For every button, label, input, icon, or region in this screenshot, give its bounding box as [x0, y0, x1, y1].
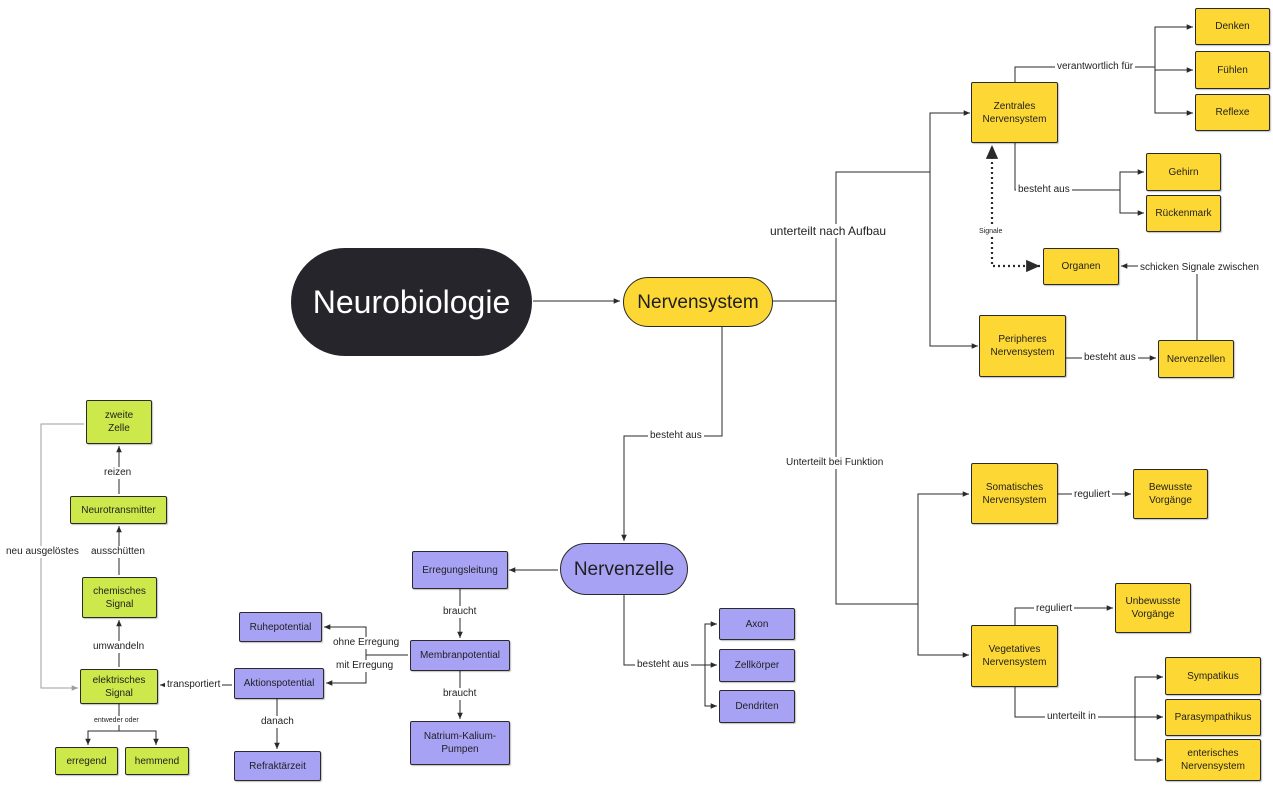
label-verantwortlich-fuer: verantwortlich für: [1055, 61, 1136, 73]
node-enterisches-nervensystem[interactable]: enterisches Nervensystem: [1165, 739, 1261, 781]
node-neurotransmitter[interactable]: Neurotransmitter: [70, 496, 167, 524]
label-ausschuetten: ausschütten: [89, 546, 147, 558]
label-neu-ausgeloestes: neu ausgelöstes: [4, 546, 81, 558]
edge-to-reflexe: [1154, 67, 1193, 116]
edge-funktion-veg: [917, 604, 969, 658]
edge-to-fuehlen: [1154, 67, 1193, 73]
edge-split-hemmend: [119, 730, 159, 745]
node-unbewusste-vorgaenge[interactable]: Unbewusste Vorgänge: [1115, 583, 1191, 633]
node-reflexe[interactable]: Reflexe: [1195, 94, 1270, 131]
node-erregungsleitung[interactable]: Erregungsleitung: [412, 551, 508, 589]
edge-aufbau-pns: [929, 172, 978, 349]
edge-to-axon: [704, 621, 717, 665]
edge-signale: [985, 145, 1040, 273]
edge-zelle-besteht: [623, 595, 705, 666]
label-ohne-erregung: ohne Erregung: [331, 637, 402, 649]
label-unterteilt-bei-funktion: Unterteilt bei Funktion: [784, 457, 886, 469]
node-zellkoerper[interactable]: Zellkörper: [719, 649, 795, 682]
edge-trunk-up: [835, 171, 918, 301]
node-nervenzellen[interactable]: Nervenzellen: [1158, 340, 1234, 378]
label-entweder-oder: entweder oder: [92, 716, 141, 725]
node-sympathikus[interactable]: Sympatikus: [1165, 657, 1261, 695]
label-besteht-aus-nervenzelle: besteht aus: [635, 659, 691, 671]
edge-to-sympathikus: [1134, 674, 1163, 717]
label-besteht-aus-nervensystem: besteht aus: [648, 430, 704, 442]
node-bewusste-vorgaenge[interactable]: Bewusste Vorgänge: [1133, 469, 1208, 519]
node-fuehlen[interactable]: Fühlen: [1195, 51, 1270, 89]
edge-zns-besteht: [1014, 143, 1120, 191]
node-membranpotential[interactable]: Membranpotential: [410, 640, 510, 671]
node-gehirn[interactable]: Gehirn: [1146, 153, 1221, 191]
label-reguliert-somatisch: reguliert: [1072, 489, 1113, 501]
edge-to-denken: [1154, 24, 1193, 67]
node-erregend[interactable]: erregend: [55, 747, 118, 775]
label-schicken-signale-zwischen: schicken Signale zwischen: [1138, 262, 1261, 274]
node-rueckenmark[interactable]: Rückenmark: [1146, 195, 1221, 232]
label-reizen: reizen: [102, 467, 134, 479]
hub-node-nervenzelle[interactable]: Nervenzelle: [560, 543, 688, 595]
label-mit-erregung: mit Erregung: [334, 660, 396, 672]
label-transportiert: transportiert: [165, 679, 223, 691]
node-hemmend[interactable]: hemmend: [125, 747, 189, 775]
label-besteht-aus-zns: besteht aus: [1016, 184, 1072, 196]
node-peripheres-nervensystem[interactable]: Peripheres Nervensystem: [979, 315, 1066, 377]
label-unterteilt-in: unterteilt in: [1045, 711, 1098, 723]
node-vegetatives-nervensystem[interactable]: Vegetatives Nervensystem: [971, 625, 1058, 687]
edge-trunk-down: [835, 301, 918, 605]
edge-aufbau-zns: [929, 110, 970, 172]
node-zentrales-nervensystem[interactable]: Zentrales Nervensystem: [971, 82, 1058, 143]
node-dendriten[interactable]: Dendriten: [719, 690, 795, 723]
label-reguliert-vegetativ: reguliert: [1034, 603, 1075, 615]
label-signale: Signale: [977, 227, 1005, 236]
node-aktionspotential[interactable]: Aktionspotential: [234, 668, 324, 699]
node-parasympathikus[interactable]: Parasympathikus: [1165, 699, 1261, 736]
root-node-neurobiologie[interactable]: Neurobiologie: [291, 248, 532, 356]
edge-nervenzellen-organen: [1121, 263, 1198, 340]
node-refraktaerzeit[interactable]: Refraktärzeit: [234, 751, 321, 781]
node-natrium-kalium-pumpen[interactable]: Natrium-Kalium- Pumpen: [410, 721, 510, 765]
label-braucht-erregung: braucht: [441, 606, 479, 618]
label-besteht-aus-pns: besteht aus: [1082, 352, 1138, 364]
node-somatisches-nervensystem[interactable]: Somatisches Nervensystem: [971, 463, 1058, 524]
node-elektrisches-signal[interactable]: elektrisches Signal: [80, 669, 158, 704]
node-zweite-zelle[interactable]: zweite Zelle: [86, 400, 152, 444]
label-danach: danach: [259, 716, 296, 728]
edge-veg-unbewusst: [1014, 605, 1113, 625]
edge-to-dendriten: [704, 665, 717, 709]
edge-to-gehirn: [1119, 169, 1144, 190]
label-unterteilt-nach-aufbau: unterteilt nach Aufbau: [768, 224, 889, 238]
hub-node-nervensystem[interactable]: Nervensystem: [623, 277, 773, 327]
label-umwandeln: umwandeln: [91, 641, 147, 653]
node-denken[interactable]: Denken: [1195, 8, 1270, 45]
edge-to-enterisch: [1134, 717, 1163, 763]
node-axon[interactable]: Axon: [719, 608, 795, 640]
edge-funktion-som: [917, 491, 969, 604]
node-ruhepotential[interactable]: Ruhepotential: [239, 612, 322, 642]
label-braucht-membran: braucht: [441, 688, 479, 700]
node-chemisches-signal[interactable]: chemisches Signal: [82, 577, 157, 618]
edge-to-rueckenmark: [1119, 190, 1144, 216]
node-organen[interactable]: Organen: [1043, 248, 1119, 285]
